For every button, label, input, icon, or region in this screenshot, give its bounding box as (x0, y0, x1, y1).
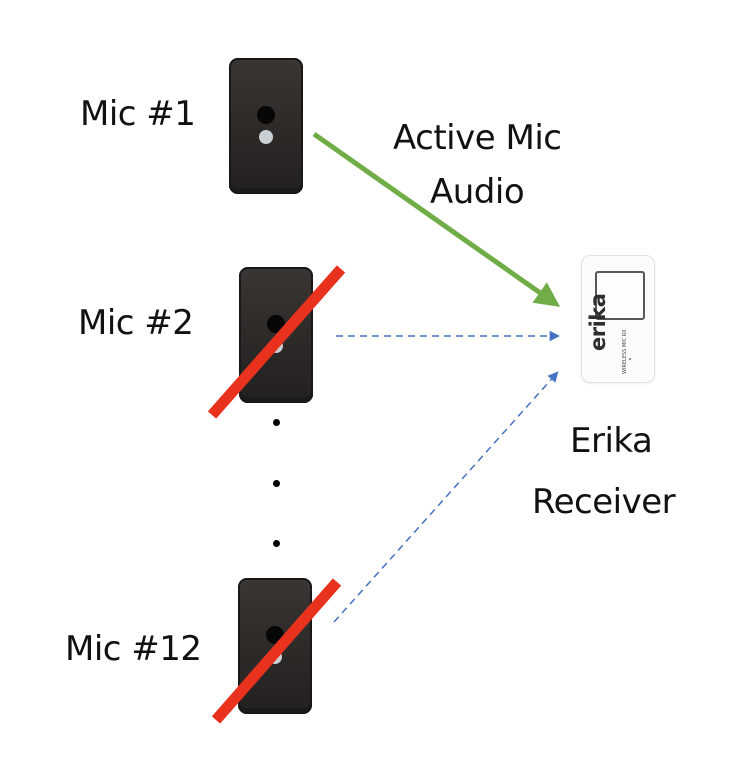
mic-1-label: Mic #1 (80, 94, 196, 134)
mic-hole-icon (267, 315, 285, 333)
mic-2-cross-out (207, 265, 346, 419)
erika-receiver-device: erika WIRELESS MIC RX ⬪ (582, 256, 654, 382)
active-link-label-line2: Audio (430, 172, 525, 212)
mic-12-label: Mic #12 (65, 629, 202, 669)
active-link-label-line1: Active Mic (393, 118, 562, 158)
mic-hole-icon (257, 106, 275, 124)
receiver-label-line1: Erika (570, 421, 653, 461)
receiver-display-window (595, 271, 645, 320)
receiver-label-line2: Receiver (532, 482, 676, 522)
mic-12-inactive-arrow (333, 371, 559, 623)
mic-led-icon (259, 130, 273, 144)
ellipsis-dot (273, 540, 280, 547)
mic-1-device (229, 58, 303, 194)
active-audio-arrow (312, 131, 561, 307)
mic-12-cross-out (211, 578, 342, 724)
ellipsis-dot (273, 480, 280, 487)
mic-2-label: Mic #2 (78, 303, 194, 343)
ellipsis-dot (273, 419, 280, 426)
